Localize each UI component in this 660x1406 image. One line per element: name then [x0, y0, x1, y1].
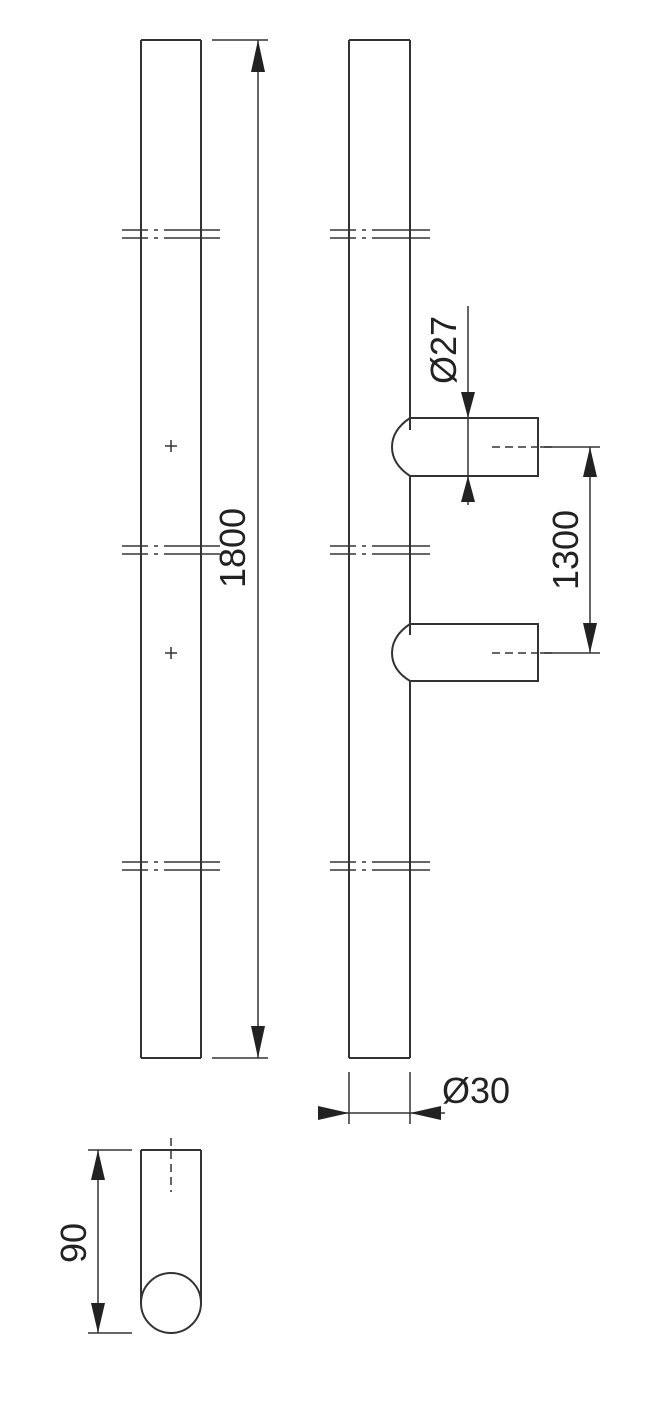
- standoff-post-upper: [390, 417, 552, 477]
- dimension-post-diameter: Ø27: [423, 306, 475, 505]
- side-view-bar: [330, 39, 430, 1059]
- arrowhead: [251, 40, 265, 72]
- dimension-label-1800: 1800: [212, 508, 253, 588]
- arrowhead: [91, 1303, 105, 1333]
- dimension-label-o30: Ø30: [442, 1070, 510, 1111]
- arrowhead: [583, 447, 597, 477]
- bar-end-circle: [140, 1272, 202, 1334]
- end-view: [140, 1138, 202, 1334]
- break-mark: [330, 545, 430, 555]
- dimension-bar-diameter: Ø30: [318, 1070, 510, 1124]
- dimension-label-1300: 1300: [545, 510, 586, 590]
- arrowhead: [251, 1026, 265, 1058]
- fixing-point-mark: [165, 647, 177, 659]
- front-view-bar: [122, 39, 220, 1059]
- arrowhead: [318, 1106, 349, 1120]
- dimension-label-o27: Ø27: [423, 316, 464, 384]
- dimension-1300: 1300: [540, 446, 600, 654]
- arrowhead: [461, 476, 475, 502]
- arrowhead: [91, 1150, 105, 1180]
- fixing-point-mark: [165, 440, 177, 452]
- arrowhead: [583, 623, 597, 653]
- break-mark: [122, 861, 220, 871]
- break-mark: [122, 545, 220, 555]
- arrowhead: [410, 1106, 441, 1120]
- break-mark: [122, 229, 220, 239]
- dimension-label-90: 90: [53, 1223, 94, 1263]
- arrowhead: [461, 392, 475, 418]
- break-mark: [330, 229, 430, 239]
- dimension-90: 90: [53, 1149, 132, 1334]
- standoff-post-lower: [390, 623, 552, 682]
- dimension-1800: 1800: [212, 39, 268, 1059]
- break-mark: [330, 861, 430, 871]
